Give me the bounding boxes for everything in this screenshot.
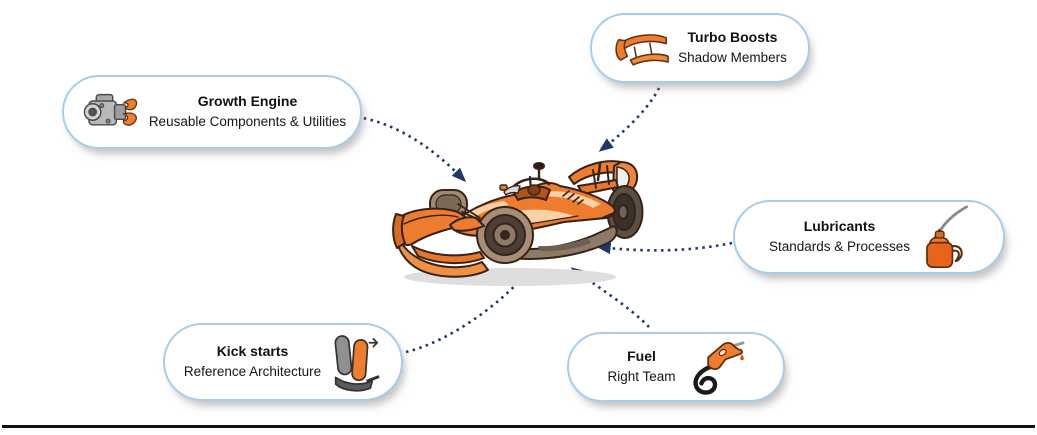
arrow-kick-starts-to-car (405, 271, 528, 354)
node-title: Lubricants (803, 217, 876, 234)
arrow-fuel-to-car (570, 267, 650, 328)
node-title: Growth Engine (197, 92, 298, 109)
node-title: Kick starts (216, 342, 289, 359)
node-title: Fuel (627, 347, 656, 364)
arrow-lubricants-to-car (596, 241, 733, 255)
node-turbo-boosts: Turbo Boosts Shadow Members (590, 13, 810, 83)
node-lubricants: Lubricants Standards & Processes (733, 200, 1005, 274)
arrow-growth-engine-to-car (356, 115, 467, 183)
node-subtitle: Standards & Processes (768, 239, 911, 255)
race-car-illustration (392, 160, 644, 286)
node-subtitle: Shadow Members (678, 50, 787, 66)
node-subtitle: Right Team (607, 369, 676, 385)
node-subtitle: Reusable Components & Utilities (148, 114, 347, 130)
node-fuel: Fuel Right Team (567, 332, 785, 402)
node-growth-engine: Growth Engine Reusable Components & Util… (62, 75, 362, 149)
pedals-icon (334, 335, 380, 392)
arrow-turbo-boosts-to-car (598, 87, 661, 152)
oil-can-icon (926, 205, 969, 269)
rear-wing-icon (615, 33, 669, 66)
node-subtitle: Reference Architecture (183, 364, 322, 380)
engine-icon (83, 93, 137, 126)
bottom-rule (2, 425, 1035, 428)
fuel-nozzle-icon (693, 341, 744, 395)
node-title: Turbo Boosts (687, 28, 778, 45)
node-kick-starts: Kick starts Reference Architecture (163, 323, 403, 401)
